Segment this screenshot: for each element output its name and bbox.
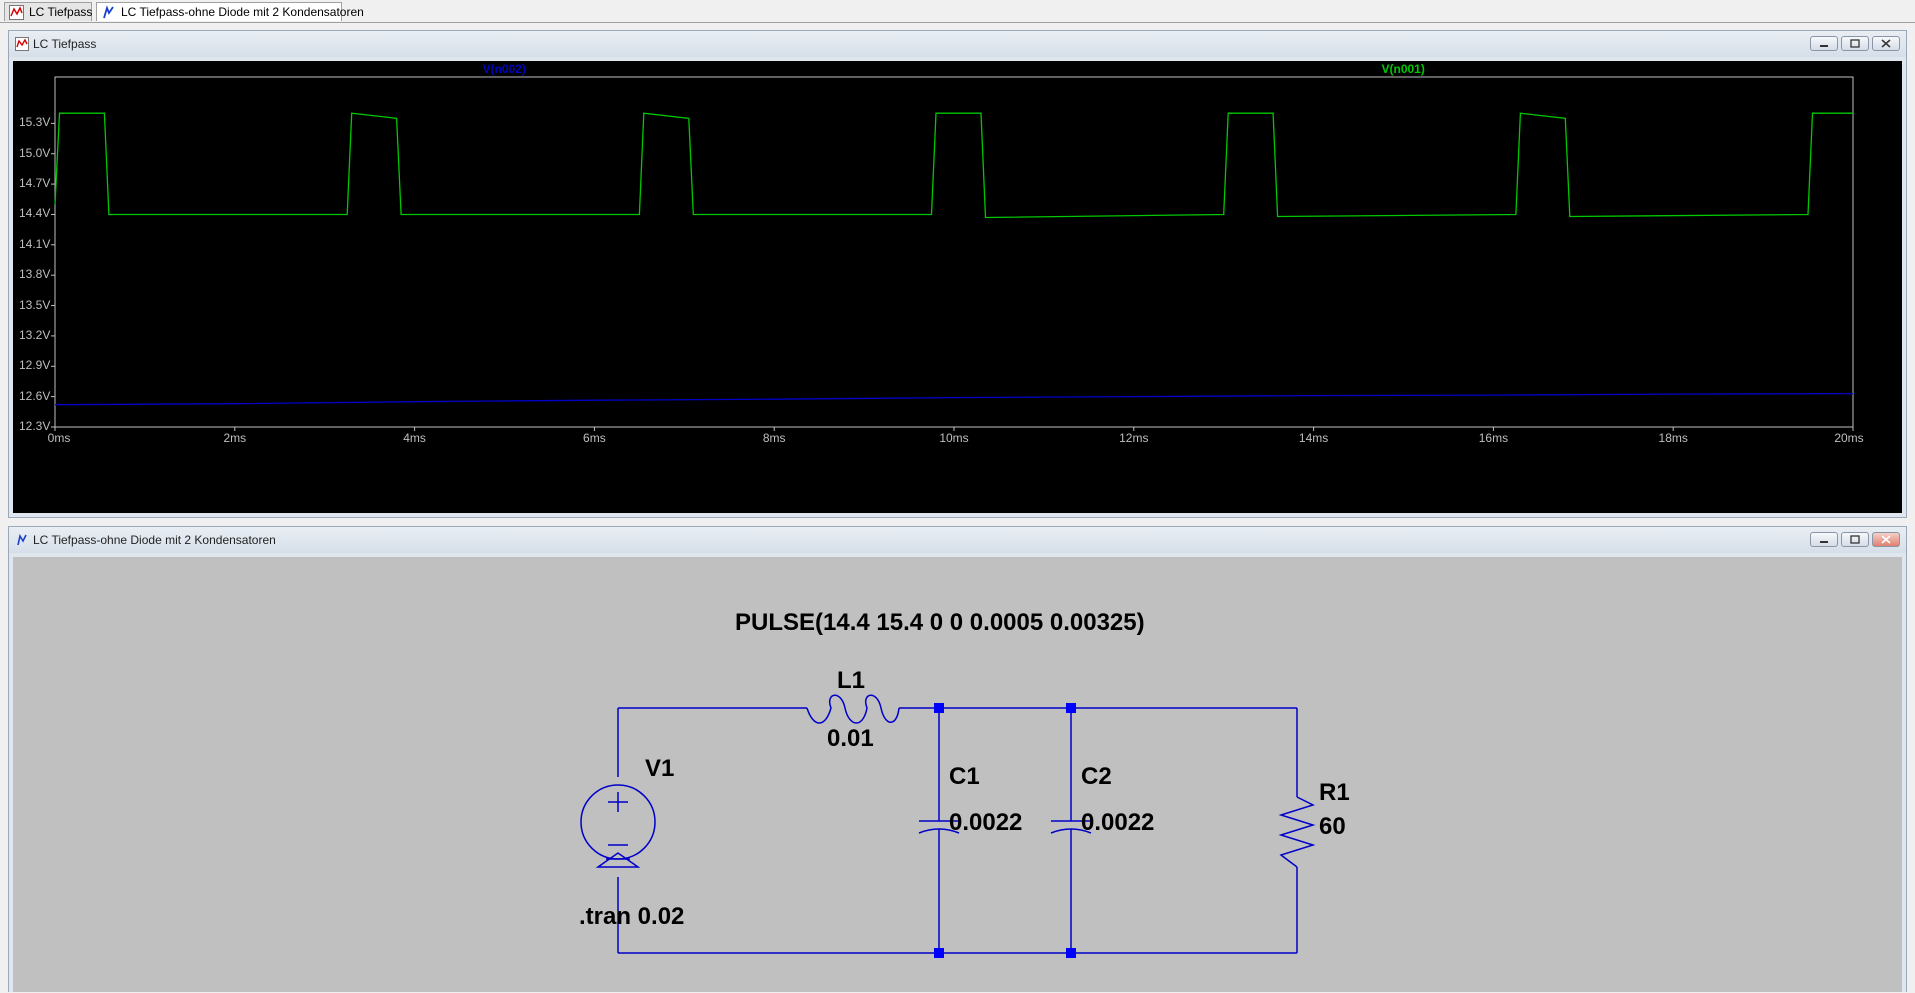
waveform-icon (15, 37, 29, 51)
plot-frame (54, 76, 1854, 428)
resistor-r1-symbol[interactable] (1278, 796, 1316, 868)
tab-lc-tiefpass-ohne-diode[interactable]: LC Tiefpass-ohne Diode mit 2 Kondensator… (96, 2, 364, 21)
y-tick-label: 13.8V (19, 267, 51, 282)
y-tick-label: 14.4V (19, 206, 51, 221)
y-tick-label: 15.3V (19, 115, 51, 130)
window-controls (1807, 532, 1900, 548)
x-tick-label: 10ms (939, 431, 969, 445)
schematic-window: LC Tiefpass-ohne Diode mit 2 Kondensator… (8, 526, 1907, 992)
tab-label: LC Tiefpass-ohne Diode mit 2 Kondensator… (121, 5, 364, 19)
waveform-chart[interactable] (13, 61, 1896, 513)
circuit-schematic[interactable] (13, 557, 1896, 993)
capacitor-c2-value-label[interactable]: 0.0022 (1081, 809, 1155, 836)
maximize-icon (1850, 535, 1860, 544)
source-name-label[interactable]: V1 (645, 755, 675, 782)
minimize-icon (1820, 45, 1828, 47)
y-tick-label: 12.3V (19, 419, 51, 433)
maximize-button[interactable] (1841, 36, 1869, 51)
resistor-value-label[interactable]: 60 (1319, 813, 1346, 840)
x-tick-label: 16ms (1478, 431, 1509, 445)
y-tick-label: 12.6V (19, 388, 51, 403)
tran-directive-label[interactable]: .tran 0.02 (579, 903, 685, 930)
y-tick-label: 13.5V (19, 297, 51, 312)
document-tab-bar: LC Tiefpass LC Tiefpass-ohne Diode mit 2… (0, 0, 1915, 23)
tab-lc-tiefpass[interactable]: LC Tiefpass (4, 2, 92, 21)
maximize-icon (1850, 39, 1860, 48)
x-tick-label: 20ms (1834, 431, 1864, 445)
capacitor-c1-symbol[interactable] (918, 820, 960, 834)
x-tick-label: 0ms (47, 431, 71, 445)
minimize-button[interactable] (1810, 36, 1838, 51)
inductor-name-label[interactable]: L1 (837, 667, 866, 694)
series-line-vn001[interactable] (54, 112, 1853, 219)
schematic-icon (103, 5, 114, 19)
capacitor-c2-name-label[interactable]: C2 (1081, 763, 1112, 790)
y-tick-label: 13.2V (19, 327, 51, 342)
waveform-window: LC Tiefpass V(n002) V(n001) 15.3V 15.0V 14.… (8, 30, 1907, 518)
voltage-source-v1-symbol[interactable] (580, 784, 656, 868)
close-icon (1881, 39, 1891, 48)
inductor-value-label[interactable]: 0.01 (827, 725, 874, 752)
close-button[interactable] (1872, 532, 1900, 547)
window-title: LC Tiefpass (33, 37, 97, 51)
series-line-vn002[interactable] (54, 392, 1854, 406)
junction-dot[interactable] (1066, 703, 1076, 713)
x-tick-label: 18ms (1658, 431, 1688, 445)
x-tick-label: 8ms (762, 431, 786, 445)
tab-label: LC Tiefpass (29, 5, 93, 19)
window-title: LC Tiefpass-ohne Diode mit 2 Kondensator… (33, 533, 276, 547)
waveform-plot[interactable]: V(n002) V(n001) 15.3V 15.0V 14.7V 14.4V 14.1V… (13, 61, 1902, 513)
x-tick-label: 6ms (583, 431, 606, 445)
minimize-icon (1820, 541, 1828, 543)
schematic-icon (17, 533, 27, 546)
schematic-canvas[interactable]: PULSE(14.4 15.4 0 0 0.0005 0.00325) L1 0… (13, 557, 1902, 992)
minimize-button[interactable] (1810, 532, 1838, 547)
capacitor-c1-value-label[interactable]: 0.0022 (949, 809, 1023, 836)
trace-label-vn001[interactable]: V(n001) (1381, 62, 1425, 76)
trace-label-vn002[interactable]: V(n002) (482, 62, 526, 76)
junction-dot[interactable] (1066, 948, 1076, 958)
junction-dot[interactable] (934, 703, 944, 713)
schematic-window-titlebar[interactable]: LC Tiefpass-ohne Diode mit 2 Kondensator… (9, 527, 1906, 553)
x-tick-label: 4ms (403, 431, 426, 445)
y-tick-label: 14.1V (19, 236, 51, 251)
x-tick-label: 2ms (223, 431, 247, 445)
capacitor-c2-symbol[interactable] (1050, 820, 1092, 834)
junction-dot[interactable] (934, 948, 944, 958)
window-controls (1807, 36, 1900, 52)
inductor-l1-symbol[interactable] (806, 694, 900, 724)
resistor-name-label[interactable]: R1 (1319, 779, 1350, 806)
x-tick-label: 12ms (1119, 431, 1149, 445)
close-button[interactable] (1872, 36, 1900, 51)
capacitor-c1-name-label[interactable]: C1 (949, 763, 980, 790)
y-tick-label: 15.0V (19, 145, 51, 160)
waveform-icon (9, 5, 24, 20)
source-spec-label[interactable]: PULSE(14.4 15.4 0 0 0.0005 0.00325) (735, 609, 1145, 636)
waveform-window-titlebar[interactable]: LC Tiefpass (9, 31, 1906, 57)
close-icon (1881, 535, 1891, 544)
x-tick-label: 14ms (1298, 431, 1329, 445)
y-tick-label: 12.9V (19, 358, 51, 373)
y-tick-label: 14.7V (19, 176, 51, 191)
maximize-button[interactable] (1841, 532, 1869, 547)
